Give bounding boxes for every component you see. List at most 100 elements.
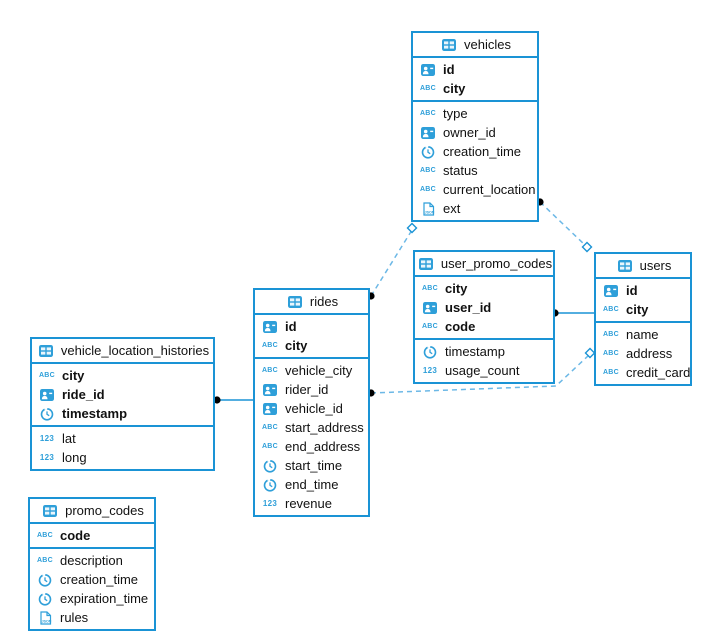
- column-row[interactable]: id: [255, 317, 368, 336]
- table-icon: [285, 295, 305, 308]
- column-row[interactable]: ABC city: [413, 79, 537, 98]
- table-header-promo-codes[interactable]: promo_codes: [30, 499, 154, 524]
- text-icon: ABC: [421, 323, 439, 330]
- column-row[interactable]: ABC current_location: [413, 180, 537, 199]
- column-name: expiration_time: [60, 591, 149, 606]
- column-row[interactable]: ABC name: [596, 325, 690, 344]
- table-icon: [416, 257, 436, 270]
- column-row[interactable]: ABC code: [415, 317, 553, 336]
- table-name: vehicle_location_histories: [60, 343, 210, 358]
- column-row[interactable]: id: [596, 281, 690, 300]
- column-row[interactable]: ABC city: [32, 366, 213, 385]
- column-row[interactable]: ABC end_address: [255, 437, 368, 456]
- number-icon: 123: [262, 499, 278, 508]
- column-name: description: [60, 553, 123, 568]
- column-row[interactable]: ride_id: [32, 385, 213, 404]
- column-name: long: [62, 450, 87, 465]
- column-row[interactable]: vehicle_id: [255, 399, 368, 418]
- table-name: rides: [309, 294, 339, 309]
- text-icon: ABC: [261, 342, 279, 349]
- table-vehicle-location-histories[interactable]: vehicle_location_histories ABC city ride…: [30, 337, 215, 471]
- text-icon: ABC: [421, 285, 439, 292]
- column-row[interactable]: ABC status: [413, 161, 537, 180]
- column-row[interactable]: ABC code: [30, 526, 154, 545]
- text-icon: ABC: [602, 331, 620, 338]
- column-row[interactable]: user_id: [415, 298, 553, 317]
- table-name: vehicles: [464, 37, 511, 52]
- table-header-vehicle-location-histories[interactable]: vehicle_location_histories: [32, 339, 213, 364]
- column-name: timestamp: [62, 406, 128, 421]
- table-name: promo_codes: [65, 503, 144, 518]
- table-users[interactable]: users id ABC city ABC name ABC address A…: [594, 252, 692, 386]
- column-name: type: [443, 106, 468, 121]
- table-name: users: [639, 258, 672, 273]
- table-user-promo-codes[interactable]: user_promo_codes ABC city user_id ABC co…: [413, 250, 555, 384]
- text-icon: ABC: [36, 557, 54, 564]
- column-row[interactable]: ABC credit_card: [596, 363, 690, 382]
- text-icon: ABC: [602, 306, 620, 313]
- column-row[interactable]: id: [413, 60, 537, 79]
- column-row[interactable]: ABC vehicle_city: [255, 361, 368, 380]
- id-icon: [601, 284, 621, 297]
- column-name: id: [626, 283, 638, 298]
- table-header-rides[interactable]: rides: [255, 290, 368, 315]
- clock-icon: [35, 572, 55, 587]
- column-name: lat: [62, 431, 76, 446]
- column-row[interactable]: end_time: [255, 475, 368, 494]
- column-name: id: [285, 319, 297, 334]
- column-name: vehicle_id: [285, 401, 343, 416]
- relationship-line-rides-vehicles: [370, 229, 413, 297]
- table-vehicles[interactable]: vehicles id ABC city ABC type owner_id: [411, 31, 539, 222]
- column-row[interactable]: 123 long: [32, 448, 213, 467]
- column-name: creation_time: [60, 572, 139, 587]
- column-name: city: [443, 81, 466, 96]
- column-row[interactable]: owner_id: [413, 123, 537, 142]
- table-header-user-promo-codes[interactable]: user_promo_codes: [415, 252, 553, 277]
- table-header-users[interactable]: users: [596, 254, 690, 279]
- column-name: credit_card: [626, 365, 691, 380]
- table-promo-codes[interactable]: promo_codes ABC code ABC description cre…: [28, 497, 156, 631]
- column-row[interactable]: start_time: [255, 456, 368, 475]
- column-row[interactable]: JSON ext: [413, 199, 537, 218]
- column-row[interactable]: ABC type: [413, 104, 537, 123]
- id-icon: [260, 402, 280, 415]
- table-icon: [40, 504, 60, 517]
- endpoint-diamond: [584, 347, 596, 359]
- column-name: address: [626, 346, 673, 361]
- column-row[interactable]: ABC address: [596, 344, 690, 363]
- column-row[interactable]: rider_id: [255, 380, 368, 399]
- text-icon: ABC: [261, 367, 279, 374]
- table-header-vehicles[interactable]: vehicles: [413, 33, 537, 58]
- column-row[interactable]: ABC city: [255, 336, 368, 355]
- text-icon: ABC: [38, 372, 56, 379]
- number-icon: 123: [39, 434, 55, 443]
- column-row[interactable]: ABC city: [596, 300, 690, 319]
- column-row[interactable]: creation_time: [30, 570, 154, 589]
- json-icon: JSON: [35, 610, 55, 625]
- id-icon: [260, 320, 280, 333]
- table-icon: [36, 344, 56, 357]
- column-row[interactable]: expiration_time: [30, 589, 154, 608]
- column-row[interactable]: 123 lat: [32, 429, 213, 448]
- table-icon: [439, 38, 459, 51]
- column-name: ride_id: [62, 387, 105, 402]
- column-row[interactable]: 123 revenue: [255, 494, 368, 513]
- table-icon: [615, 259, 635, 272]
- column-row[interactable]: timestamp: [415, 342, 553, 361]
- column-row[interactable]: timestamp: [32, 404, 213, 423]
- column-row[interactable]: JSON rules: [30, 608, 154, 627]
- column-name: rules: [60, 610, 89, 625]
- column-row[interactable]: ABC description: [30, 551, 154, 570]
- column-row[interactable]: ABC city: [415, 279, 553, 298]
- text-icon: ABC: [602, 369, 620, 376]
- column-name: code: [445, 319, 476, 334]
- column-name: user_id: [445, 300, 492, 315]
- clock-icon: [37, 406, 57, 421]
- id-icon: [418, 63, 438, 76]
- column-row[interactable]: creation_time: [413, 142, 537, 161]
- text-icon: ABC: [419, 110, 437, 117]
- column-row[interactable]: ABC start_address: [255, 418, 368, 437]
- table-rides[interactable]: rides id ABC city ABC vehicle_city rider…: [253, 288, 370, 517]
- column-row[interactable]: 123 usage_count: [415, 361, 553, 380]
